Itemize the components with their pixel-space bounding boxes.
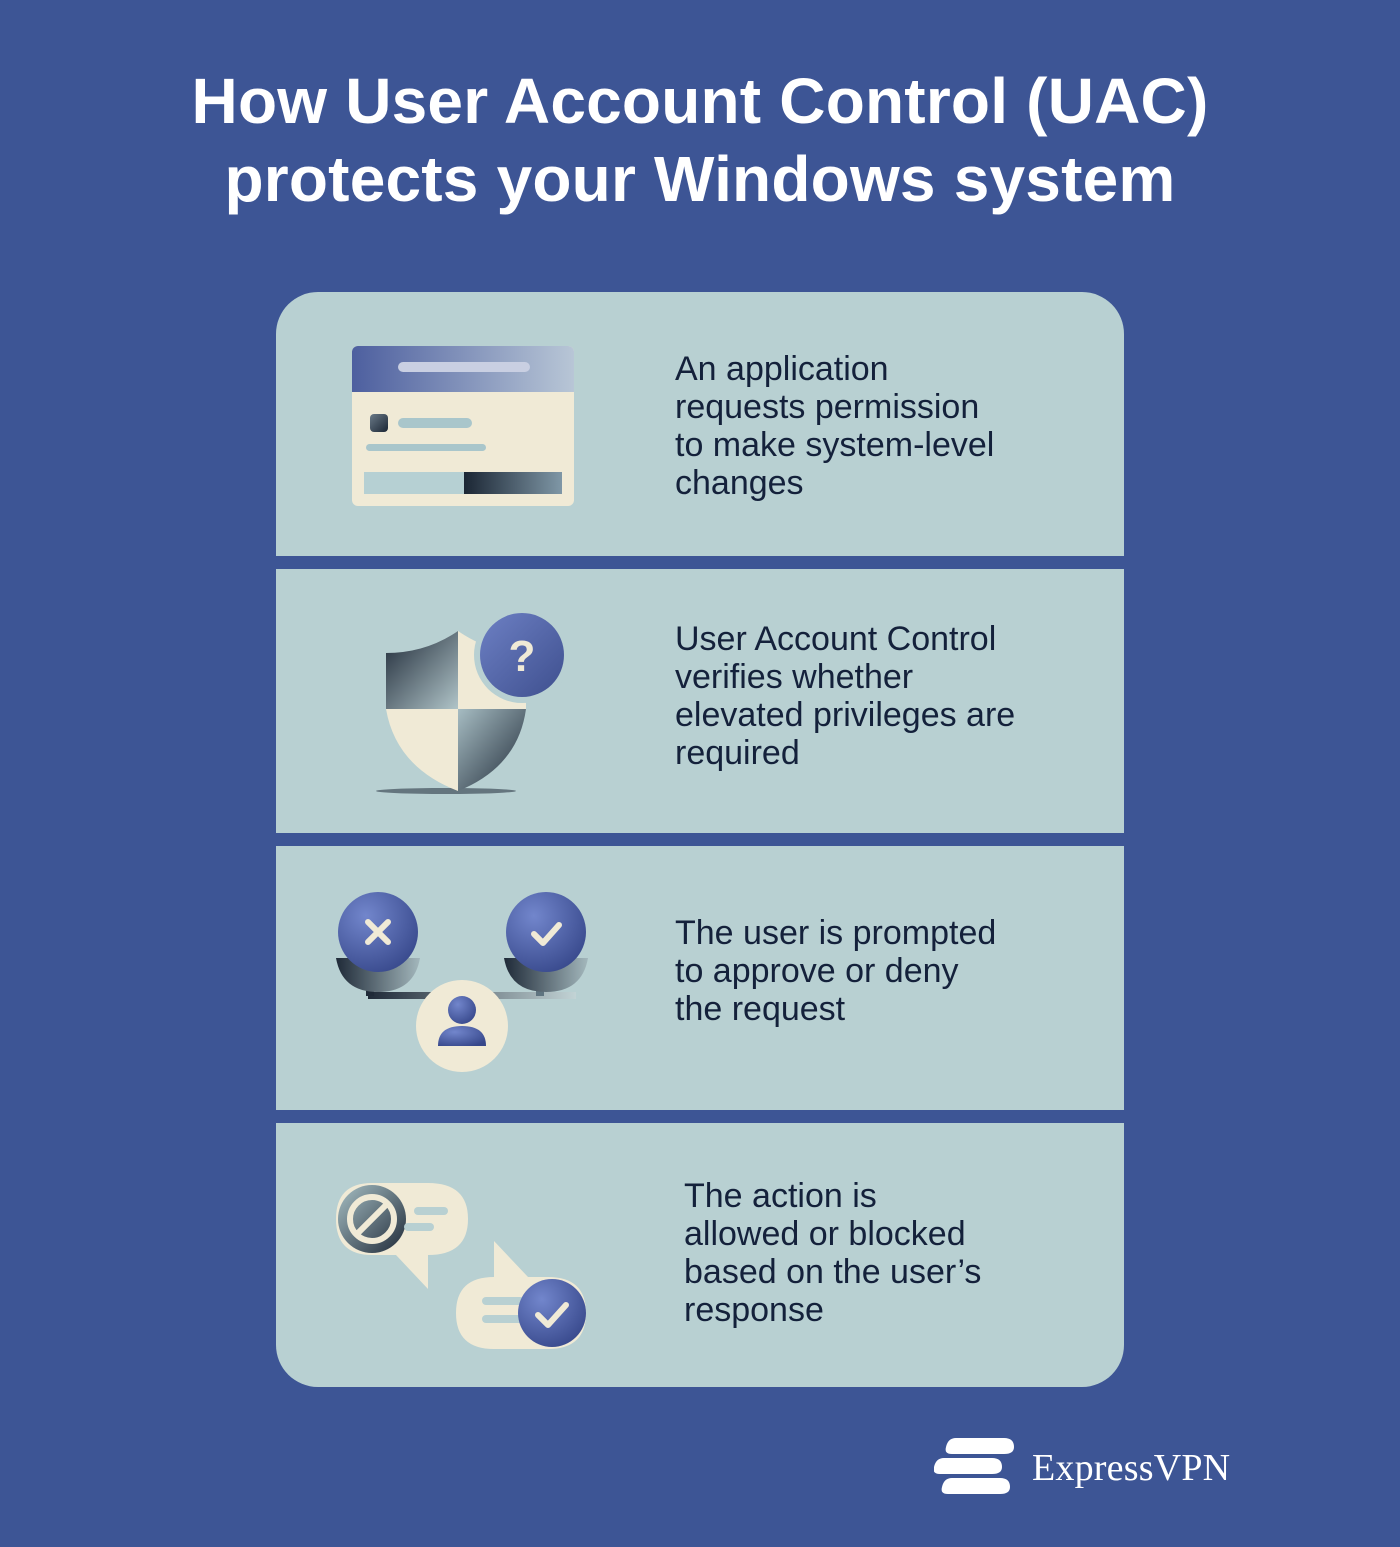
- step-panel-3: The user is prompted to approve or deny …: [276, 846, 1124, 1110]
- title-line-1: How User Account Control (UAC): [191, 65, 1209, 137]
- title-line-2: protects your Windows system: [224, 143, 1176, 215]
- blocked-allowed-chat-icon: [336, 1183, 586, 1349]
- step-panel-1: An application requests permission to ma…: [276, 292, 1124, 556]
- step-4-line-3: based on the user’s: [684, 1253, 982, 1291]
- step-3-line-2: to approve or deny: [675, 952, 959, 990]
- step-3-line-3: the request: [675, 990, 846, 1028]
- svg-text:?: ?: [509, 632, 536, 681]
- step-4-line-2: allowed or blocked: [684, 1215, 966, 1253]
- step-2-line-4: required: [675, 734, 800, 772]
- step-3-line-1: The user is prompted: [675, 914, 997, 952]
- expressvpn-logo-icon: [934, 1438, 1014, 1494]
- step-1-line-3: to make system-level: [675, 426, 995, 464]
- brand-logo: ExpressVPN: [934, 1436, 1264, 1498]
- brand-name: ExpressVPN: [1032, 1447, 1231, 1489]
- step-4-line-1: The action is: [684, 1177, 877, 1215]
- page-title: How User Account Control (UAC) protects …: [0, 62, 1400, 218]
- user-approve-deny-scale-icon: [336, 892, 588, 1072]
- step-4-line-4: response: [684, 1291, 824, 1329]
- step-text-1: An application requests permission to ma…: [675, 350, 1095, 502]
- app-window-dialog-icon: [352, 346, 574, 506]
- step-text-2: User Account Control verifies whether el…: [675, 620, 1095, 772]
- step-panel-4: The action is allowed or blocked based o…: [276, 1123, 1124, 1387]
- step-text-4: The action is allowed or blocked based o…: [684, 1177, 1104, 1329]
- shield-question-icon: ?: [376, 607, 570, 794]
- step-2-line-1: User Account Control: [675, 620, 997, 658]
- step-2-line-3: elevated privileges are: [675, 696, 1016, 734]
- step-1-line-1: An application: [675, 350, 889, 388]
- step-text-3: The user is prompted to approve or deny …: [675, 914, 1095, 1028]
- step-2-line-2: verifies whether: [675, 658, 914, 696]
- step-1-line-4: changes: [675, 464, 804, 502]
- step-1-line-2: requests permission: [675, 388, 980, 426]
- step-panel-2: ? User Account Control verifies whether …: [276, 569, 1124, 833]
